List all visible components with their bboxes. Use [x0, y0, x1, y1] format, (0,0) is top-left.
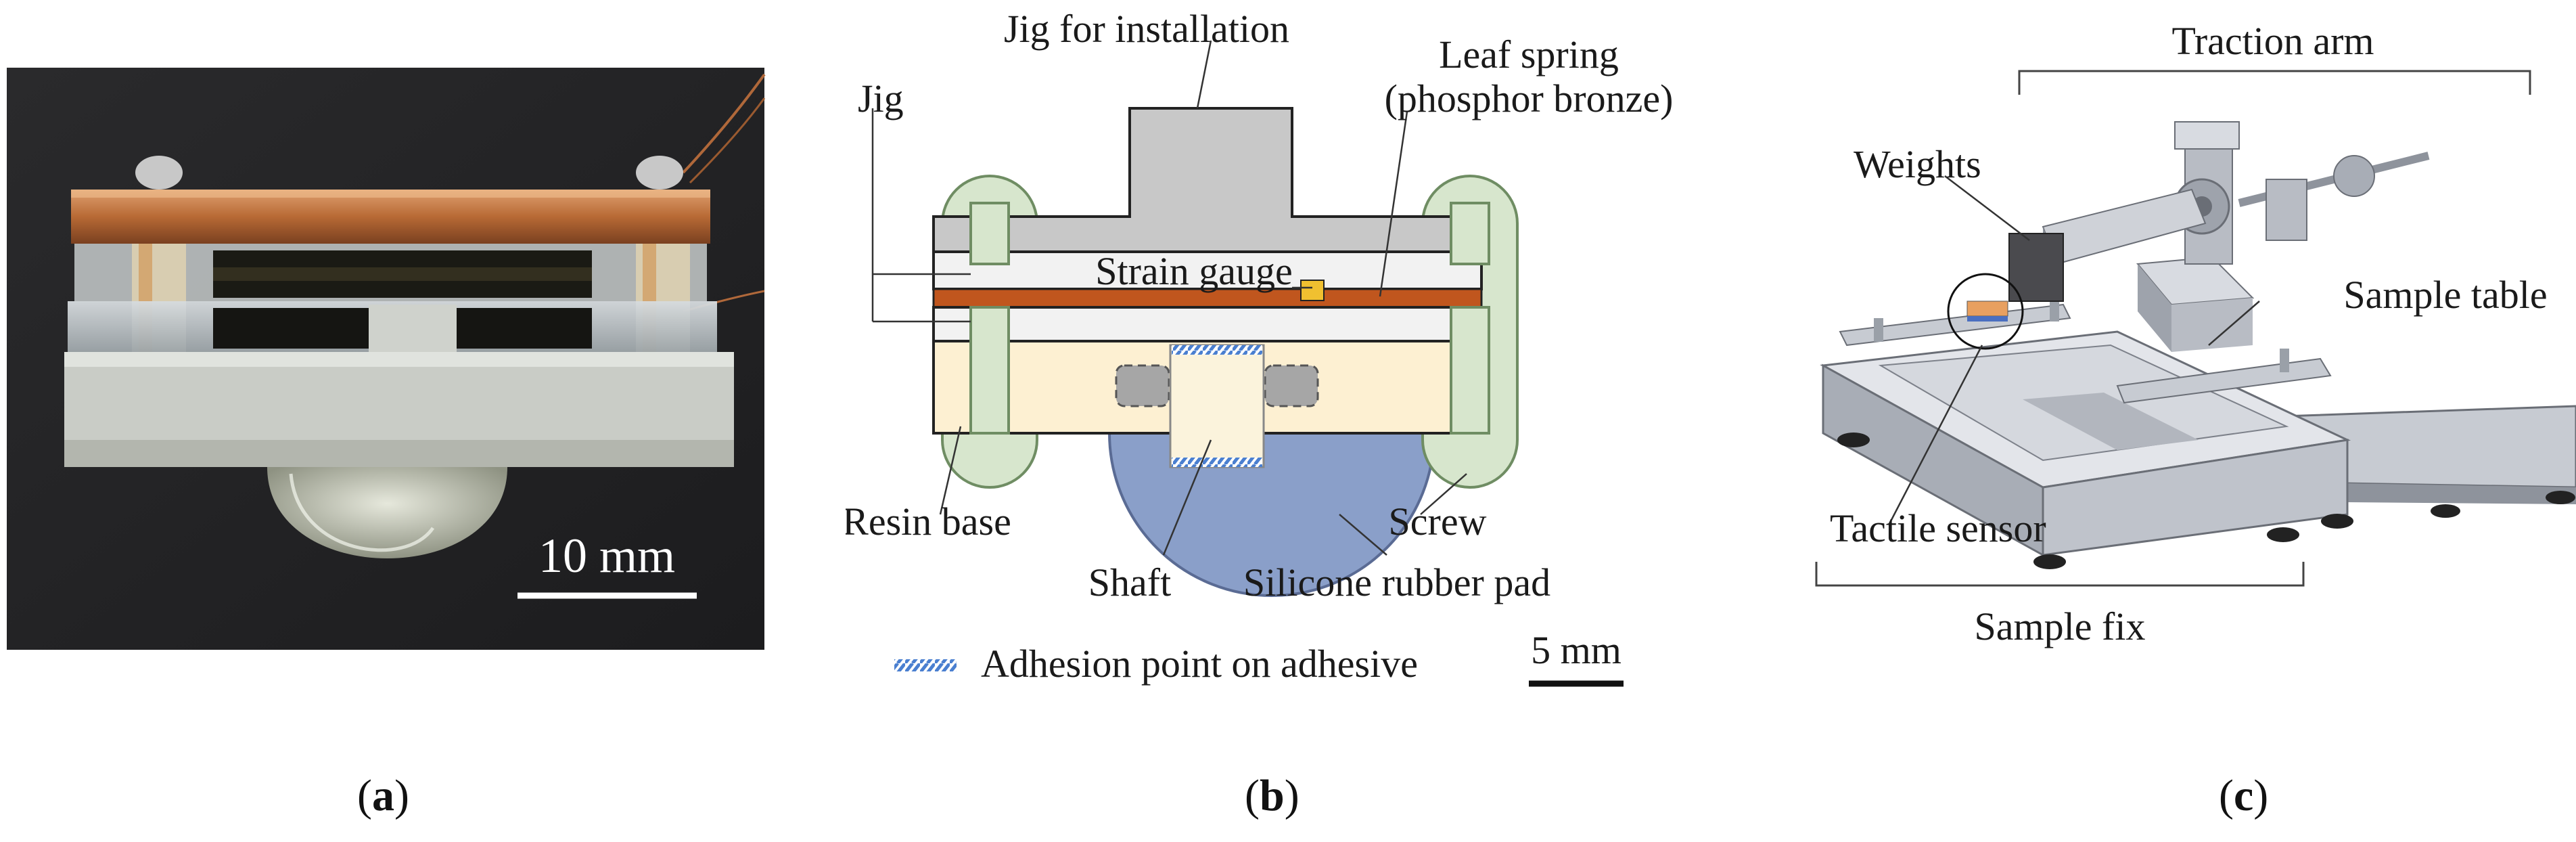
legend-label: Adhesion point on adhesive — [981, 642, 1418, 686]
label-sample-fix: Sample fix — [1975, 604, 2146, 648]
jig-upper — [932, 250, 1483, 290]
caption-c: (c) — [2219, 771, 2269, 820]
label-silicone-pad: Silicone rubber pad — [1243, 560, 1550, 604]
panel-c: Traction arm — [1725, 0, 2576, 839]
label-tactile-sensor: Tactile sensor — [1830, 506, 2046, 550]
label-shaft: Shaft — [1088, 560, 1171, 604]
label-traction-arm: Traction arm — [2171, 19, 2374, 63]
caption-a: (a) — [357, 771, 409, 820]
tactile-sensor-highlight — [1947, 273, 2024, 350]
caption-b: (b) — [1245, 771, 1300, 820]
shaft — [1169, 344, 1265, 468]
sensor-photo: 10 mm — [7, 68, 766, 650]
traction-arm-bracket — [2018, 70, 2531, 95]
jig-for-installation — [932, 107, 1483, 253]
weights-block — [2008, 233, 2064, 302]
label-strain-gauge: Strain gauge — [1095, 249, 1293, 293]
leaf-spring — [932, 288, 1483, 309]
jig-lower — [932, 306, 1483, 342]
adhesion-bottom — [1172, 458, 1262, 467]
label-jig-for-installation: Jig for installation — [1004, 7, 1289, 51]
panel-b: Jig for installation Leaf spring (phosph… — [842, 0, 1725, 839]
scale-label-a: 10 mm — [538, 529, 675, 583]
label-sample-table: Sample table — [2343, 273, 2547, 317]
sample-fix-bracket — [1815, 562, 2305, 587]
label-jig: Jig — [858, 76, 904, 120]
label-leaf-spring-2: (phosphor bronze) — [1385, 76, 1674, 120]
silicone-rubber-pad — [1107, 432, 1436, 597]
cross-section-diagram: Jig for installation Leaf spring (phosph… — [842, 7, 1674, 687]
adhesion-top — [1172, 345, 1262, 355]
label-resin-base: Resin base — [846, 500, 1011, 544]
label-weights: Weights — [1854, 142, 1981, 186]
legend-hatch-swatch — [894, 659, 957, 671]
label-screw: Screw — [1389, 500, 1487, 544]
scale-label-b: 5 mm — [1531, 628, 1622, 672]
label-leaf-spring-1: Leaf spring — [1439, 32, 1619, 76]
strain-gauge — [1300, 280, 1325, 301]
apparatus-drawing: Traction arm — [1815, 19, 2576, 648]
panel-a: 10 mm (a) — [0, 0, 846, 839]
legend: Adhesion point on adhesive — [894, 642, 1418, 686]
